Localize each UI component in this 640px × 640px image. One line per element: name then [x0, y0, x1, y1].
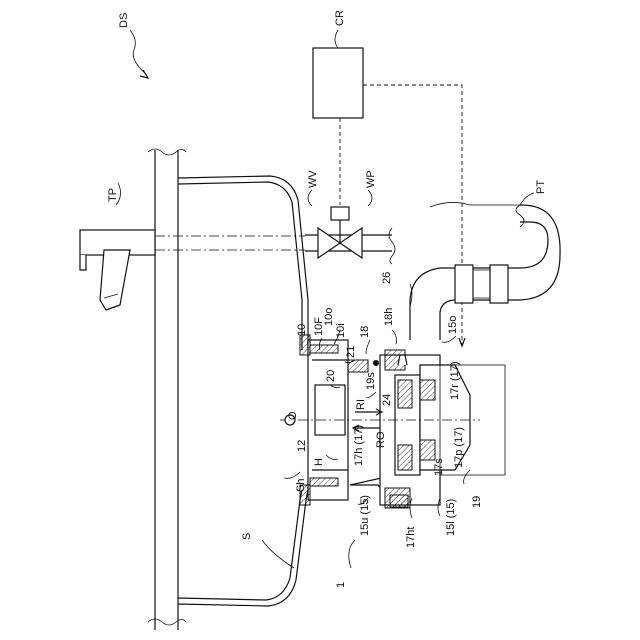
sink-basin [178, 176, 308, 606]
label-wp: WP [365, 170, 377, 188]
label-26: 26 [381, 272, 393, 284]
label-10i: 10i [335, 323, 347, 338]
label-ds: DS [118, 13, 130, 28]
label-15o: 15o [447, 316, 459, 334]
label-19s: 19s [365, 372, 377, 390]
counter-wall [148, 149, 186, 630]
label-cr: CR [334, 10, 346, 26]
label-17h: 17h (17) [353, 425, 365, 466]
label-ro: RO [375, 431, 387, 448]
label-o: O [287, 411, 299, 420]
label-wv: WV [307, 170, 319, 188]
drain-pipe-pt [410, 202, 560, 340]
label-12: 12 [296, 440, 308, 452]
label-pt: PT [535, 180, 547, 194]
label-s: S [241, 533, 253, 540]
label-15u: 15u (15) [359, 495, 371, 536]
label-tp: TP [107, 188, 119, 202]
label-18: 18 [359, 326, 371, 338]
label-19: 19 [471, 496, 483, 508]
label-20: 20 [325, 370, 337, 382]
label-17s: 17s [433, 458, 445, 476]
controller-cr [313, 48, 465, 346]
label-sh: Sh [295, 479, 307, 492]
label-17ht: 17ht [405, 527, 417, 548]
label-18h: 18h [383, 308, 395, 326]
label-h: H [313, 458, 325, 466]
drain-device-assembly [280, 335, 505, 508]
water-valve-wv [318, 207, 362, 258]
label-10: 10 [296, 324, 308, 336]
label-1: 1 [335, 582, 347, 588]
label-21: 21 [345, 346, 357, 358]
label-10o: 10o [323, 308, 335, 326]
label-15l: 15l (15) [445, 499, 457, 536]
faucet-tp [80, 230, 305, 310]
label-ri: RI [355, 399, 367, 410]
label-17r: 17r (17) [449, 361, 461, 400]
label-24: 24 [381, 394, 393, 406]
label-17p: 17p (17) [453, 427, 465, 468]
